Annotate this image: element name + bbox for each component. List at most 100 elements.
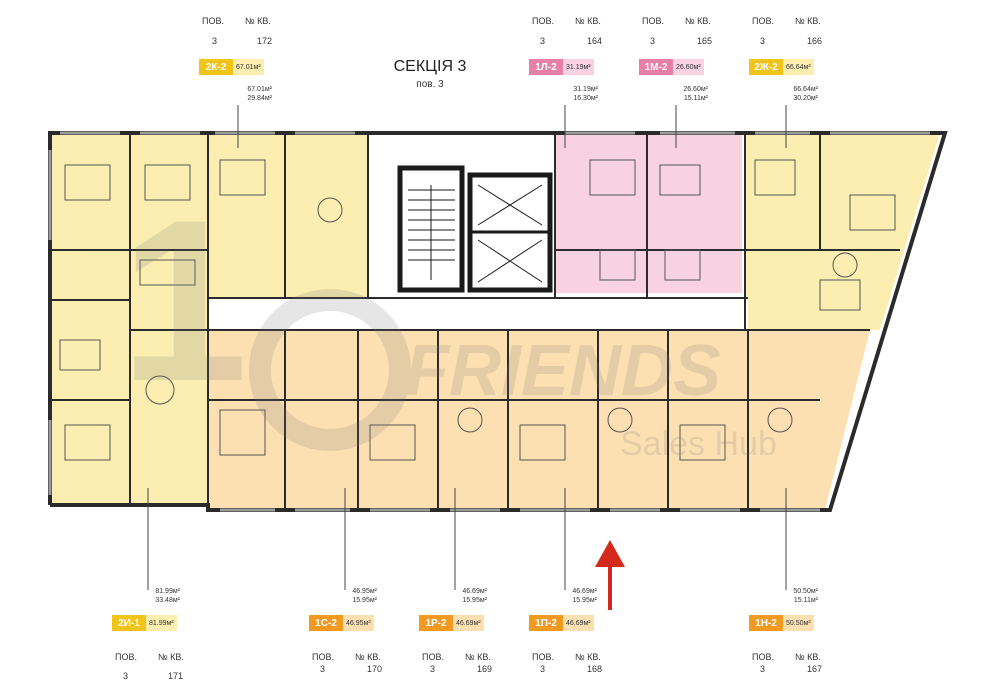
apt-badge-area: 81.99м² [146, 615, 177, 631]
section-floor: пов. 3 [416, 79, 444, 90]
apt-areas: 67.01м² 29.84м² [240, 85, 272, 103]
apt-badge[interactable]: 2Ж-2 66.64м² [749, 59, 814, 75]
floor-header: ПОВ. [532, 652, 554, 662]
apt-living-area: 15.95м² [572, 597, 597, 604]
svg-text:1: 1 [120, 172, 248, 429]
apt-badge[interactable]: 1Н-2 50.50м² [749, 615, 814, 631]
leader-lines [147, 105, 787, 590]
floor-value: 3 [430, 664, 436, 674]
floor-value: 3 [123, 671, 129, 681]
apt-living-area: 30.20м² [793, 95, 818, 102]
zone-apt-167 [748, 330, 870, 510]
corridor [208, 298, 748, 330]
apt-badge[interactable]: 1С-2 46.95м² [309, 615, 374, 631]
apt-total-area: 26.60м² [683, 86, 708, 93]
apt-badge[interactable]: 1Р-2 46.69м² [419, 615, 484, 631]
apt-areas: 81.99м² 33.48м² [148, 587, 180, 605]
apt-badge-area: 26.60м² [673, 59, 704, 75]
zone-apt-165 [647, 133, 742, 293]
apt-total-area: 31.19м² [573, 86, 598, 93]
apt-code: 2К-2 [199, 59, 233, 75]
apt-areas: 46.95м² 15.95м² [345, 587, 377, 605]
apt-living-area: 15.11м² [683, 95, 708, 102]
apt-areas: 50.50м² 15.11м² [786, 587, 818, 605]
apt-number-header: № КВ. [575, 652, 601, 662]
apt-living-area: 15.11м² [793, 597, 818, 604]
zone-apt-169 [358, 330, 508, 510]
apt-number: 169 [477, 664, 493, 674]
apt-badge[interactable]: 1М-2 26.60м² [639, 59, 704, 75]
apt-code: 1Л-2 [529, 59, 563, 75]
apt-badge[interactable]: 2К-2 67.01м² [199, 59, 264, 75]
apt-number: 164 [587, 36, 603, 46]
section-name: СЕКЦІЯ 3 [393, 58, 467, 75]
apt-total-area: 67.01м² [247, 86, 272, 93]
apt-badge-area: 67.01м² [233, 59, 264, 75]
apt-areas: 26.60м² 15.11м² [676, 85, 708, 103]
watermark: 1 FRIENDS Sales Hub [120, 172, 777, 463]
apt-number: 167 [807, 664, 823, 674]
apt-number: 170 [367, 664, 383, 674]
apt-number-header: № КВ. [465, 652, 491, 662]
apt-number: 166 [807, 36, 823, 46]
apt-number-header: № КВ. [575, 16, 601, 26]
apt-code: 1П-2 [529, 615, 563, 631]
floor-header: ПОВ. [532, 16, 554, 26]
apartment-zones [50, 133, 940, 510]
apt-total-area: 46.69м² [462, 588, 487, 595]
apt-code: 1Р-2 [419, 615, 453, 631]
floor-header: ПОВ. [115, 652, 137, 662]
apt-code: 1С-2 [309, 615, 343, 631]
apt-number: 172 [257, 36, 273, 46]
apt-living-area: 15.95м² [462, 597, 487, 604]
entrance-arrow [595, 540, 625, 610]
apt-number: 165 [697, 36, 713, 46]
apt-code: 1М-2 [639, 59, 673, 75]
apt-badge-area: 31.19м² [563, 59, 594, 75]
floor-value: 3 [760, 664, 766, 674]
apt-code: 1Н-2 [749, 615, 783, 631]
apt-number-header: № КВ. [795, 16, 821, 26]
apt-badge-area: 50.50м² [783, 615, 814, 631]
zone-apt-166 [745, 133, 940, 330]
floor-header: ПОВ. [642, 16, 664, 26]
apt-badge-area: 46.95м² [343, 615, 374, 631]
apt-code: 2Ж-2 [749, 59, 783, 75]
apt-living-area: 15.95м² [352, 597, 377, 604]
apt-number: 171 [168, 671, 184, 681]
apt-areas: 46.69м² 15.95м² [455, 587, 487, 605]
zone-apt-170 [208, 330, 358, 510]
apt-total-area: 50.50м² [793, 588, 818, 595]
floor-value: 3 [650, 36, 656, 46]
apt-total-area: 46.95м² [352, 588, 377, 595]
apt-code: 2И-1 [112, 615, 146, 631]
floor-value: 3 [760, 36, 766, 46]
apt-areas: 66.64м² 30.20м² [786, 85, 818, 103]
section-title: СЕКЦІЯ 3 пов. 3 [360, 58, 500, 90]
floor-value: 3 [540, 664, 546, 674]
zone-apt-16x [598, 330, 748, 510]
apt-number-header: № КВ. [245, 16, 271, 26]
apt-badge[interactable]: 2И-1 81.99м² [112, 615, 177, 631]
apt-total-area: 66.64м² [793, 86, 818, 93]
apt-badge[interactable]: 1П-2 46.69м² [529, 615, 594, 631]
apt-badge[interactable]: 1Л-2 31.19м² [529, 59, 594, 75]
apt-living-area: 29.84м² [247, 95, 272, 102]
floor-header: ПОВ. [312, 652, 334, 662]
apt-number-header: № КВ. [685, 16, 711, 26]
zone-apt-164 [555, 133, 647, 293]
apt-number-header: № КВ. [355, 652, 381, 662]
stair-core [397, 165, 553, 293]
apt-total-area: 46.69м² [572, 588, 597, 595]
watermark-brand: FRIENDS [405, 331, 721, 411]
furniture [59, 159, 896, 461]
floor-header: ПОВ. [752, 16, 774, 26]
apt-living-area: 16.30м² [573, 95, 598, 102]
apt-living-area: 33.48м² [155, 597, 180, 604]
apt-badge-area: 46.69м² [563, 615, 594, 631]
floor-value: 3 [212, 36, 218, 46]
floor-header: ПОВ. [202, 16, 224, 26]
zone-apt-168 [508, 330, 598, 510]
windows [48, 131, 930, 512]
apt-number: 168 [587, 664, 603, 674]
